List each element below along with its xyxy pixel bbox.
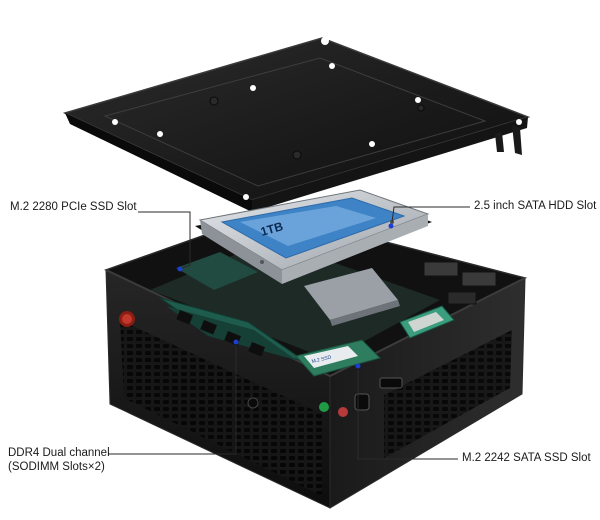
plate-screw-holes xyxy=(112,37,522,200)
callout-leaders xyxy=(108,206,470,460)
callout-m2-2242-sata-ssd-slot: M.2 2242 SATA SSD Slot xyxy=(462,452,591,464)
callout-sata-hdd-slot: 2.5 inch SATA HDD Slot xyxy=(474,200,597,212)
sata-hdd: 1TB xyxy=(195,189,432,284)
callout-m2-2280-pcie-ssd-slot: M.2 2280 PCIe SSD Slot xyxy=(10,201,137,213)
m2-ssd-module-label: M.2 SSD xyxy=(311,355,332,365)
wifi-card xyxy=(399,305,455,339)
callout-ddr4-dual-channel: DDR4 Dual channel (SODIMM Slots×2) xyxy=(8,446,110,474)
callout-ddr4-line1: DDR4 Dual channel xyxy=(8,447,110,459)
m2-2242-ssd-module: M.2 SSD xyxy=(295,339,381,377)
power-button xyxy=(119,311,135,327)
callout-ddr4-line2: (SODIMM Slots×2) xyxy=(8,461,105,473)
vesa-mount-plate xyxy=(62,37,531,212)
hdd-capacity-label: 1TB xyxy=(259,219,285,239)
motherboard: M.2 SSD xyxy=(150,240,497,377)
ddr4-ram-modules xyxy=(159,297,307,363)
